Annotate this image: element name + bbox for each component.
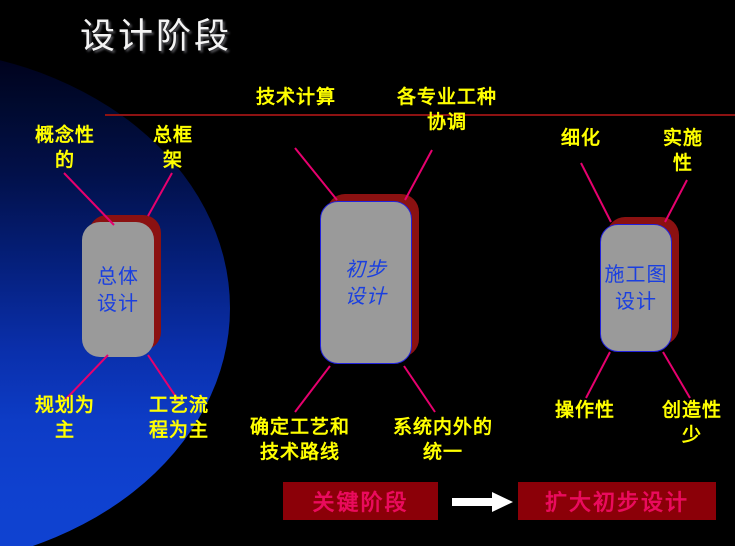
connector-line <box>403 365 436 413</box>
stage-1-box-label: 总体 设计 <box>97 263 139 315</box>
stage-1-bottom-label-2: 工艺流 程为主 <box>148 394 209 441</box>
stage-1-box[interactable]: 总体 设计 <box>82 215 161 357</box>
connector-line <box>404 149 433 201</box>
stage-3-box-face: 施工图 设计 <box>600 224 672 352</box>
stage-2-box-label: 初步 设计 <box>345 256 387 308</box>
stage-1-box-face: 总体 设计 <box>82 222 154 357</box>
expanded-preliminary-design-banner-label: 扩大初步设计 <box>544 490 689 516</box>
stage-3-bottom-label-2: 创造性 少 <box>661 399 722 446</box>
stage-1-bottom-label-1: 规划为 主 <box>34 394 95 441</box>
connector-line <box>662 351 691 399</box>
right-arrow-icon <box>452 492 514 516</box>
connector-line <box>147 172 173 217</box>
stage-3-top-label-1: 细化 <box>560 127 601 149</box>
connector-line <box>147 354 179 401</box>
connector-line <box>294 147 338 201</box>
stage-1-top-label-2: 总框 架 <box>152 124 193 171</box>
stage-3-box[interactable]: 施工图 设计 <box>600 217 679 352</box>
stage-3-box-label: 施工图 设计 <box>604 262 668 313</box>
connector-line <box>294 365 331 413</box>
stage-2-box[interactable]: 初步 设计 <box>320 194 419 364</box>
stage-2-bottom-label-2: 系统内外的 统一 <box>392 416 493 463</box>
page-title: 设计阶段 <box>80 17 233 57</box>
stage-2-top-label-1: 技术计算 <box>255 86 336 108</box>
stage-3-bottom-label-1: 操作性 <box>554 399 615 421</box>
connector-line <box>64 354 109 401</box>
stage-1-top-label-1: 概念性 的 <box>34 124 95 171</box>
key-stage-banner-label: 关键阶段 <box>312 490 409 516</box>
expanded-preliminary-design-banner[interactable]: 扩大初步设计 <box>518 482 716 520</box>
connector-line <box>63 172 115 226</box>
key-stage-banner[interactable]: 关键阶段 <box>283 482 438 520</box>
stage-3-top-label-2: 实施 性 <box>662 127 703 174</box>
stage-2-bottom-label-1: 确定工艺和 技术路线 <box>249 416 350 463</box>
stage-2-box-face: 初步 设计 <box>320 201 412 364</box>
stage-2-top-label-2: 各专业工种 协调 <box>396 86 497 133</box>
connector-line <box>580 162 612 223</box>
connector-line <box>585 351 611 399</box>
connector-line <box>664 179 688 223</box>
horizontal-red-rule <box>105 114 735 116</box>
